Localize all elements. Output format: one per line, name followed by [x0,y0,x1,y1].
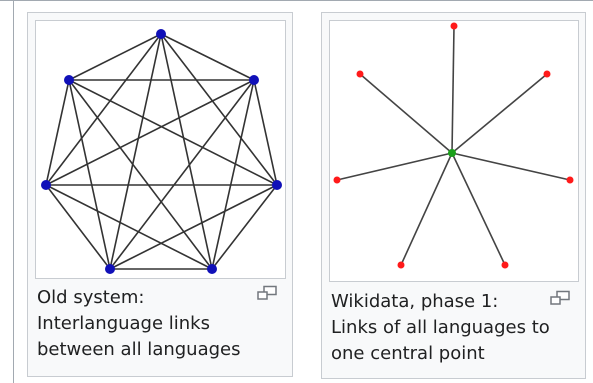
graph-edge [109,33,162,270]
graph-edge [45,184,213,270]
graph-edge [68,33,162,81]
graph-edge [160,33,278,186]
caption-line-2: Interlanguage links [37,313,210,334]
thumbnail-caption: Old system: Interlanguage links between … [37,285,247,363]
graph-edge [400,152,453,266]
complete-graph-nodes [41,29,282,274]
graph-edge [160,33,255,81]
graph-edge [45,79,70,186]
graph-edge [160,33,213,270]
graph-node [356,70,364,78]
central-node [448,149,456,157]
graph-node [41,180,51,190]
content-left-border [13,0,14,383]
graph-edge [451,25,455,154]
thumbnail-caption: Wikidata, phase 1: Links of all language… [331,289,566,367]
magnify-clip-icon[interactable] [549,290,571,306]
caption-line-3: between all languages [37,339,241,360]
graph-node [272,180,282,190]
graph-node [64,75,74,85]
graph-edge [109,184,278,270]
graph-node [450,22,458,30]
graph-node [501,261,509,269]
caption-line-3: one central point [331,343,485,364]
graph-edge [68,79,213,270]
graph-edge [253,79,278,186]
caption-line-1: Old system: [37,287,145,308]
star-graph-edges [336,25,571,266]
graph-edge [451,73,548,154]
caption-line-1: Wikidata, phase 1: [331,291,499,312]
caption-line-2: Links of all languages to [331,317,550,338]
thumbnail-old-system: Old system: Interlanguage links between … [27,12,293,377]
graph-edge [68,79,111,270]
star-graph-nodes [333,22,574,269]
complete-graph-svg [41,29,282,274]
complete-graph-edges [45,33,278,270]
graph-edge [45,33,162,186]
star-graph-image[interactable] [329,20,579,282]
star-graph-svg [333,22,574,269]
graph-edge [68,79,278,186]
complete-graph-image[interactable] [35,20,286,279]
graph-edge [109,79,255,270]
graph-edge [451,152,571,181]
graph-node [333,176,341,184]
graph-node [543,70,551,78]
magnify-clip-icon[interactable] [256,285,278,301]
graph-node [207,264,217,274]
graph-edge [336,152,453,181]
graph-edge [211,79,255,270]
graph-node [397,261,405,269]
graph-edge [451,152,506,266]
content-top-border [0,0,593,1]
graph-edge [45,184,111,270]
graph-node [249,75,259,85]
graph-node [566,176,574,184]
graph-node [105,264,115,274]
thumbnail-wikidata-phase-1: Wikidata, phase 1: Links of all language… [321,12,586,379]
graph-edge [45,79,255,186]
graph-node [156,29,166,39]
graph-edge [359,73,453,154]
graph-edge [211,184,278,270]
